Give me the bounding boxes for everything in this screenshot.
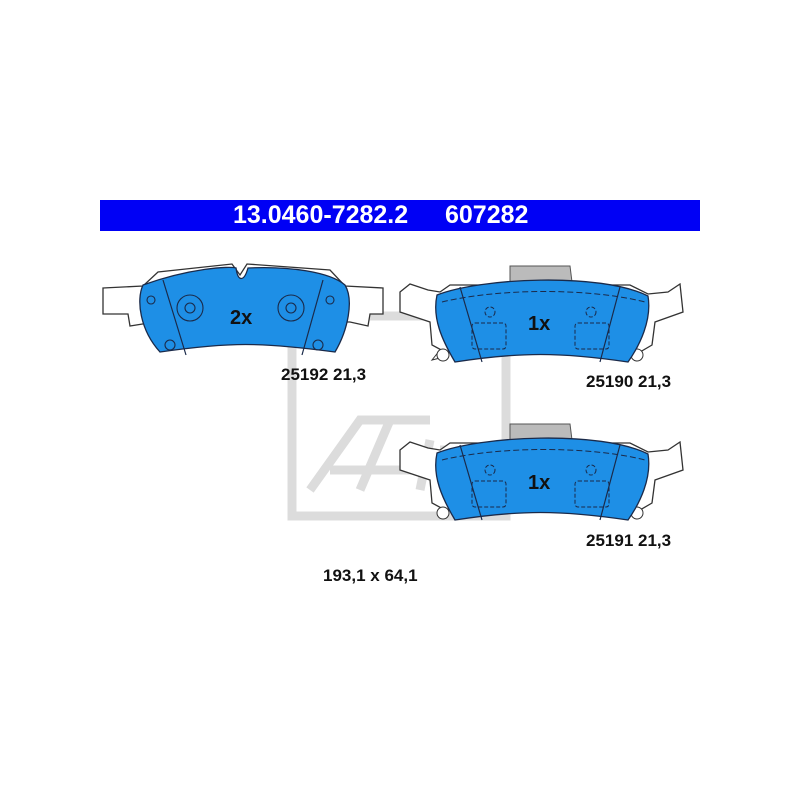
pad-2-quantity: 1x bbox=[528, 313, 551, 335]
pad-3-quantity: 1x bbox=[528, 472, 551, 494]
pad-2-label: 25190 21,3 bbox=[586, 372, 672, 391]
pad-3-label: 25191 21,3 bbox=[586, 531, 672, 550]
article-number: 607282 bbox=[445, 201, 529, 229]
pad-1-label: 25192 21,3 bbox=[281, 365, 367, 384]
part-number: 13.0460-7282.2 bbox=[233, 201, 409, 229]
brake-pad-25190 bbox=[399, 265, 684, 363]
part-number-banner: 13.0460-7282.2 607282 bbox=[100, 200, 700, 231]
pad-1-quantity: 2x bbox=[230, 307, 253, 329]
brake-pad-25191 bbox=[399, 423, 684, 521]
dimensions-label: 193,1 x 64,1 bbox=[323, 566, 418, 585]
brake-pad-25192 bbox=[102, 263, 384, 356]
